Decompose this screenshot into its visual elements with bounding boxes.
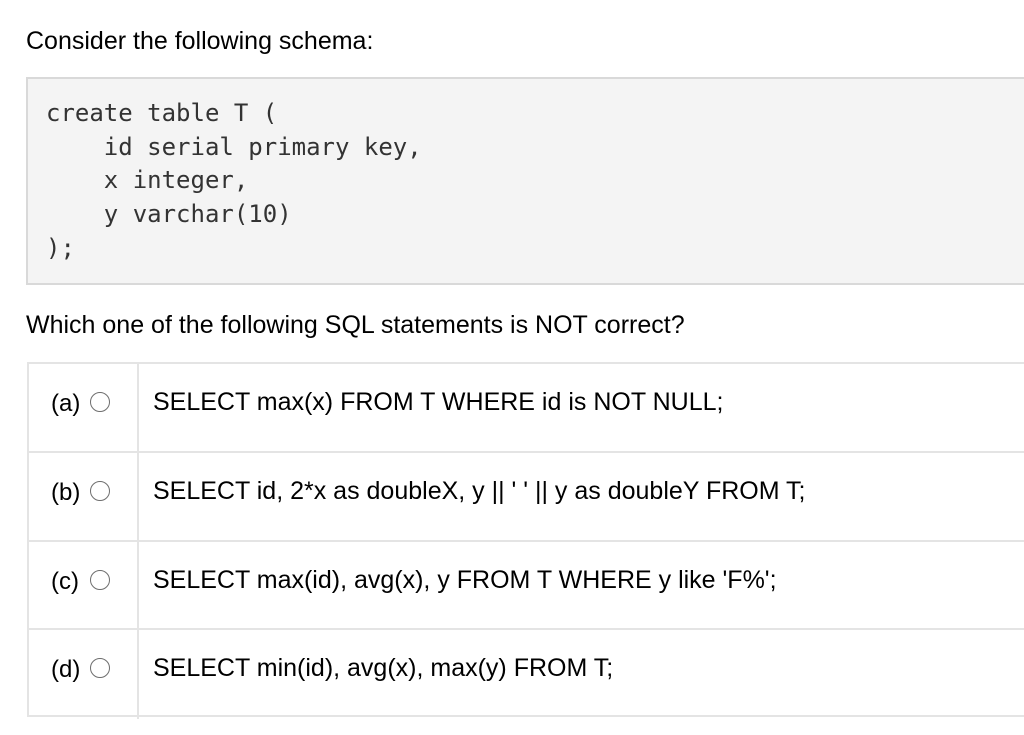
option-row-d[interactable]: (d) SELECT min(id), avg(x), max(y) FROM … (29, 630, 1024, 719)
option-selector-cell: (c) (29, 541, 139, 629)
code-line: x integer, (46, 166, 249, 195)
option-text: SELECT min(id), avg(x), max(y) FROM T; (153, 654, 614, 683)
radio-button-c[interactable] (90, 569, 110, 590)
code-line: id serial primary key, (46, 132, 422, 161)
option-selector-cell: (d) (29, 630, 139, 719)
radio-button-a[interactable] (90, 392, 110, 412)
intro-text: Consider the following schema: (26, 27, 374, 55)
option-row-a[interactable]: (a) SELECT max(x) FROM T WHERE id is NOT… (29, 364, 1024, 453)
option-text: SELECT id, 2*x as doubleX, y || ' ' || y… (153, 476, 806, 505)
option-text: SELECT max(id), avg(x), y FROM T WHERE y… (153, 565, 777, 594)
option-selector-cell: (a) (29, 364, 139, 451)
schema-code-block: create table T ( id serial primary key, … (26, 77, 1024, 285)
radio-button-d[interactable] (90, 658, 110, 679)
code-line: y varchar(10) (46, 200, 292, 229)
option-text: SELECT max(x) FROM T WHERE id is NOT NUL… (153, 388, 724, 416)
options-table: (a) SELECT max(x) FROM T WHERE id is NOT… (27, 362, 1024, 719)
option-letter: (b) (51, 478, 81, 506)
option-letter: (c) (51, 567, 79, 595)
option-selector-cell: (b) (29, 452, 139, 540)
option-letter: (a) (51, 390, 81, 417)
option-row-c[interactable]: (c) SELECT max(id), avg(x), y FROM T WHE… (29, 541, 1024, 631)
radio-button-b[interactable] (90, 480, 110, 501)
question-text: Which one of the following SQL statement… (26, 311, 685, 339)
code-line: ); (46, 233, 75, 262)
option-row-b[interactable]: (b) SELECT id, 2*x as doubleX, y || ' ' … (29, 452, 1024, 542)
option-letter: (d) (51, 656, 81, 684)
code-line: create table T ( (46, 99, 278, 127)
schema-code-lines: create table T ( id serial primary key, … (46, 97, 422, 265)
